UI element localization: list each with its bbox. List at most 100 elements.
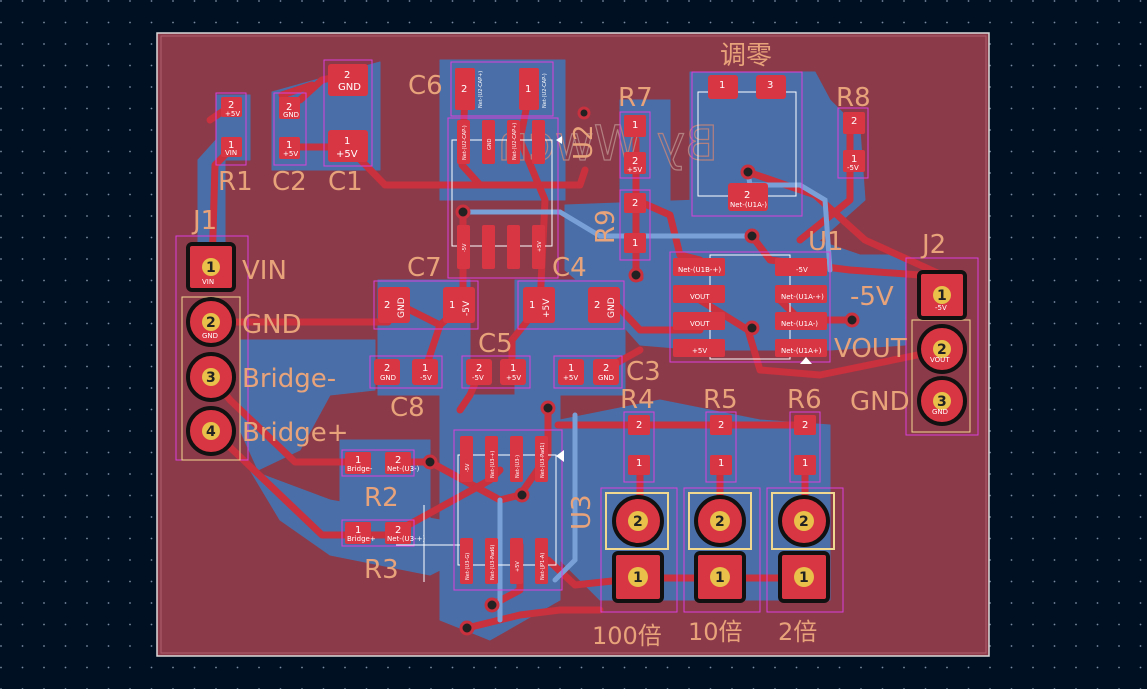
c2-pad1-num: 1 bbox=[286, 140, 292, 151]
c2-pad2-num: 2 bbox=[286, 102, 292, 113]
r3-pad2-num: 2 bbox=[395, 525, 401, 536]
capacitor-c4[interactable]: 1 2 +5V GND C4 bbox=[517, 253, 625, 330]
c4-pad1-num: 1 bbox=[529, 300, 535, 311]
r1-pad1-net: VIN bbox=[225, 149, 237, 157]
c4-pad2-net: GND bbox=[607, 297, 617, 318]
resistor-r6[interactable]: 2 1 R6 bbox=[787, 385, 822, 483]
j2-pin3-label: GND bbox=[850, 387, 910, 417]
j2-pin2-net: VOUT bbox=[930, 356, 950, 364]
r6-ref: R6 bbox=[787, 385, 822, 415]
r7-pad1-num: 1 bbox=[632, 120, 638, 131]
capacitor-c2[interactable]: 2 GND 1 +5V C2 bbox=[272, 92, 307, 197]
capacitor-c8[interactable]: 2 GND 1 -5V C8 bbox=[369, 355, 443, 423]
resistor-r2[interactable]: 1 Bridge- 2 Net-(U3-) R2 bbox=[341, 449, 420, 513]
r8-pad2-num: 2 bbox=[851, 116, 857, 127]
capacitor-c1[interactable]: 2 GND 1 +5V C1 bbox=[323, 59, 373, 197]
jp1-pin1-num: 1 bbox=[633, 570, 643, 586]
ic-u2[interactable]: Net-(U2-CAP-) GND Net-(U2-CAP+) -5V +5V … bbox=[447, 117, 599, 279]
resistor-r8[interactable]: 2 1 -5V R8 bbox=[836, 83, 871, 179]
resistor-r3[interactable]: 1 Bridge+ 2 Net-(U3-+) R3 bbox=[341, 519, 426, 585]
r4-pad2-num: 2 bbox=[636, 420, 642, 431]
j2-ref: J2 bbox=[920, 230, 946, 260]
resistor-r4[interactable]: 2 1 R4 bbox=[620, 385, 655, 483]
ic-u1[interactable]: Net-(U1B-+) VOUT VOUT +5V -5V Net-(U1A-+… bbox=[669, 227, 844, 364]
connector-j1[interactable]: 1 2 3 4 VIN GND VIN GND Bridge- Bridge+ … bbox=[175, 206, 349, 461]
c6-pad1-net: Net-(U2-CAP-) bbox=[542, 73, 548, 108]
resistor-r7[interactable]: 1 2 +5V R7 bbox=[618, 83, 653, 179]
c5-pad1-net: +5V bbox=[506, 374, 521, 382]
u3-pad3-net: Net-(U3-+) bbox=[490, 451, 496, 478]
c7-ref: C7 bbox=[407, 253, 442, 283]
r9-pad1-num: 1 bbox=[632, 238, 638, 249]
j2-pin2-label: VOUT bbox=[834, 334, 907, 364]
u2-ref: U2 bbox=[569, 124, 599, 160]
u3-pad6-net: Net-(U3-Pad6) bbox=[490, 545, 496, 580]
u3-pad2-net: Net-(U3-) bbox=[515, 455, 521, 478]
j2-pin1-net: -5V bbox=[935, 304, 947, 312]
j1-pin1-label: VIN bbox=[242, 256, 287, 286]
jp2-pin2-num: 2 bbox=[715, 514, 725, 530]
u3-pad5-net: Net-(U3-G) bbox=[465, 553, 471, 580]
cursor-crosshair bbox=[396, 505, 462, 582]
capacitor-c7[interactable]: 2 1 GND -5V C7 bbox=[373, 253, 479, 330]
r6-pad1-num: 1 bbox=[802, 458, 808, 469]
c5-pad2-num: 2 bbox=[476, 363, 482, 374]
j2-pin3-num: 3 bbox=[937, 394, 947, 410]
c1-pad2-num: 2 bbox=[344, 70, 350, 81]
u1-pad8-net: +5V bbox=[692, 347, 707, 355]
r2-pad2-net: Net-(U3-) bbox=[387, 465, 420, 473]
jumper-jp2[interactable]: 2 1 10倍 bbox=[683, 487, 761, 646]
jp3-pin1-num: 1 bbox=[799, 570, 809, 586]
capacitor-c6[interactable]: 2 1 Net-(U2-CAP+) Net-(U2-CAP-) C6 bbox=[408, 61, 554, 117]
board-edge-inner bbox=[160, 35, 987, 654]
jp1-pin2-num: 2 bbox=[633, 514, 643, 530]
jp3-pin2-num: 2 bbox=[799, 514, 809, 530]
pot-pad3-num: 3 bbox=[767, 80, 773, 91]
c4-pad1-net: +5V bbox=[542, 298, 552, 318]
connector-j2[interactable]: 1 2 3 -5V VOUT GND -5V VOUT GND J2 bbox=[834, 230, 979, 436]
jumper-jp3[interactable]: 2 1 2倍 bbox=[766, 487, 844, 646]
c8-pad2-net: GND bbox=[380, 374, 396, 382]
r2-pad1-net: Bridge- bbox=[347, 465, 373, 473]
r3-ref: R3 bbox=[364, 555, 399, 585]
r9-ref: R9 bbox=[591, 209, 621, 244]
jp2-pin1-num: 1 bbox=[715, 570, 725, 586]
j1-pin1-num: 1 bbox=[206, 260, 216, 276]
pot-pad1-num: 1 bbox=[719, 80, 725, 91]
j2-pin2-num: 2 bbox=[937, 342, 947, 358]
j1-pin2-label: GND bbox=[242, 310, 302, 340]
capacitor-c5[interactable]: 2 -5V 1 +5V C5 bbox=[461, 329, 531, 389]
u1-pad3-net: Net-(U1A-+) bbox=[781, 293, 824, 301]
ic-u3[interactable]: -5V Net-(U3-+) Net-(U3-) Net-(U3-Pad1) N… bbox=[453, 429, 597, 591]
j1-pin2-num: 2 bbox=[206, 315, 216, 331]
potentiometer-zero-adjust[interactable]: 1 3 2 Net-(U1A-) 调零 bbox=[691, 41, 803, 217]
r4-pad1-num: 1 bbox=[636, 458, 642, 469]
capacitor-c3[interactable]: 1 +5V 2 GND C3 bbox=[553, 355, 661, 389]
r7-ref: R7 bbox=[618, 83, 653, 113]
u3-pad7-net: +5V bbox=[515, 561, 521, 572]
c3-pad1-num: 1 bbox=[568, 363, 574, 374]
u1-pad4-net: -5V bbox=[796, 266, 808, 274]
r2-ref: R2 bbox=[364, 483, 399, 513]
c6-pad2-net: Net-(U2-CAP+) bbox=[478, 71, 484, 108]
c7-pad1-num: 1 bbox=[449, 300, 455, 311]
r3-pad1-num: 1 bbox=[355, 525, 361, 536]
c5-pad2-net: -5V bbox=[472, 374, 484, 382]
r8-pad1-net: -5V bbox=[847, 164, 859, 172]
r8-ref: R8 bbox=[836, 83, 871, 113]
u2-pad4-net: Net-(U2-CAP-) bbox=[462, 125, 468, 160]
r4-ref: R4 bbox=[620, 385, 655, 415]
jumper-jp1[interactable]: 2 1 100倍 bbox=[592, 487, 678, 650]
resistor-r9[interactable]: 2 1 R9 bbox=[591, 189, 651, 261]
c1-pad1-net: +5V bbox=[336, 149, 358, 160]
j1-pin3-num: 3 bbox=[206, 370, 216, 386]
c8-ref: C8 bbox=[390, 393, 425, 423]
watermark-text: By Wwcn bbox=[498, 116, 718, 172]
r5-pad1-num: 1 bbox=[718, 458, 724, 469]
resistor-r5[interactable]: 2 1 R5 bbox=[703, 385, 738, 483]
jp1-gain-label: 100倍 bbox=[592, 622, 662, 650]
r1-pad2-num: 2 bbox=[228, 100, 234, 111]
resistor-r1[interactable]: 2 +5V 1 VIN R1 bbox=[215, 92, 253, 197]
u2-pad2-net: Net-(U2-CAP+) bbox=[512, 123, 518, 160]
